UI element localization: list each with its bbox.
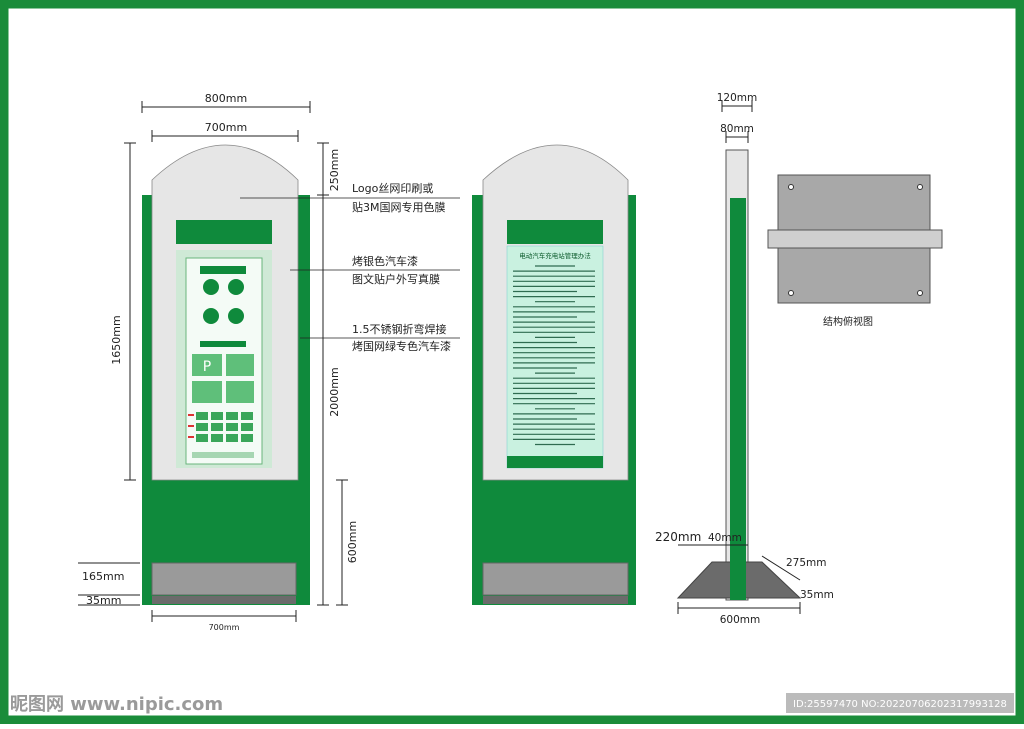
- dim-35-side-label: 35mm: [800, 589, 834, 601]
- dim-40-label: 40mm: [708, 532, 742, 544]
- dim-1650-label: 1650mm: [110, 315, 123, 364]
- annotation-leaders: [240, 197, 460, 339]
- rear-screen-title: 电动汽车充电站管理办法: [519, 251, 591, 260]
- rear-screen: [506, 245, 604, 469]
- poster-parking-block: [192, 354, 222, 376]
- bolt-hole-br: [917, 290, 923, 296]
- poster-keypad: [196, 412, 253, 442]
- top-view-bar: [767, 229, 943, 249]
- annotation-steel-2: 烤国网绿专色汽车漆: [352, 339, 451, 353]
- front-dimension-lines: [78, 101, 348, 622]
- side-dimension-lines: [677, 100, 801, 614]
- dim-700-top-label: 700mm: [205, 121, 247, 134]
- dim-600-label: 600mm: [346, 521, 359, 563]
- rear-base-foot: [483, 596, 628, 604]
- dim-165-label: 165mm: [82, 570, 124, 583]
- annotation-steel-1: 1.5不锈钢折弯焊接: [352, 322, 447, 336]
- bolt-hole-bl: [788, 290, 794, 296]
- front-dimension-labels: 800mm 700mm 1650mm 250mm 2000mm 600mm 16…: [82, 92, 359, 632]
- side-green-core: [730, 198, 746, 600]
- side-view: [676, 149, 802, 601]
- bolt-hole-tr: [917, 184, 923, 190]
- front-header-band: [176, 220, 272, 244]
- dim-120-label: 120mm: [717, 92, 758, 104]
- annotation-logo-1: Logo丝网印刷或: [352, 182, 433, 195]
- annotation-logo-2: 贴3M国网专用色膜: [352, 200, 446, 214]
- front-view: P: [142, 144, 310, 605]
- rear-base-plate: [482, 562, 629, 596]
- poster-block-2: [226, 354, 254, 376]
- dim-700-bottom-label: 700mm: [209, 623, 240, 632]
- watermark-right: ID:25597470 NO:20220706202317993128: [793, 699, 1007, 710]
- top-view-caption: 结构俯视图: [823, 315, 873, 328]
- dim-600-side-label: 600mm: [720, 614, 761, 626]
- dim-250-label: 250mm: [328, 149, 341, 191]
- rear-screen-footer: [507, 456, 603, 468]
- side-green-lower: [730, 555, 746, 600]
- front-base-plate: [151, 562, 297, 596]
- poster-icon-2: [228, 279, 244, 295]
- rear-screen-text-lines: [513, 265, 595, 446]
- dim-35-label: 35mm: [86, 594, 121, 607]
- poster-parking-letter: P: [203, 359, 211, 375]
- poster-red-arrows: [188, 414, 194, 438]
- watermark-left: 昵图网 www.nipic.com: [10, 694, 223, 715]
- poster-footer: [192, 452, 254, 458]
- annotations: Logo丝网印刷或 贴3M国网专用色膜 烤银色汽车漆 图文贴户外写真膜 1.5不…: [352, 182, 451, 353]
- side-dimension-labels: 120mm 80mm 220mm 40mm 275mm 35mm 600mm: [655, 92, 834, 626]
- dim-800-label: 800mm: [205, 92, 247, 105]
- top-view: 结构俯视图: [767, 174, 943, 328]
- poster-title-bar: [200, 266, 246, 274]
- rear-view: 电动汽车充电站管理办法: [472, 144, 636, 605]
- poster-block-4: [226, 381, 254, 403]
- dim-2000-label: 2000mm: [328, 367, 341, 416]
- poster-icon-4: [228, 308, 244, 324]
- poster-subtitle-bar: [200, 341, 246, 347]
- bolt-hole-tl: [788, 184, 794, 190]
- poster-block-3: [192, 381, 222, 403]
- rear-header-band: [507, 220, 603, 244]
- watermark-id-strip: [786, 693, 1014, 713]
- annotation-paint-1: 烤银色汽车漆: [352, 254, 418, 268]
- poster-icon-3: [203, 308, 219, 324]
- dim-275-label: 275mm: [786, 557, 827, 569]
- front-base-foot: [152, 596, 296, 604]
- annotation-paint-2: 图文贴户外写真膜: [352, 272, 440, 286]
- poster-icon-1: [203, 279, 219, 295]
- dim-80-label: 80mm: [720, 123, 754, 135]
- dim-220-label: 220mm: [655, 530, 701, 544]
